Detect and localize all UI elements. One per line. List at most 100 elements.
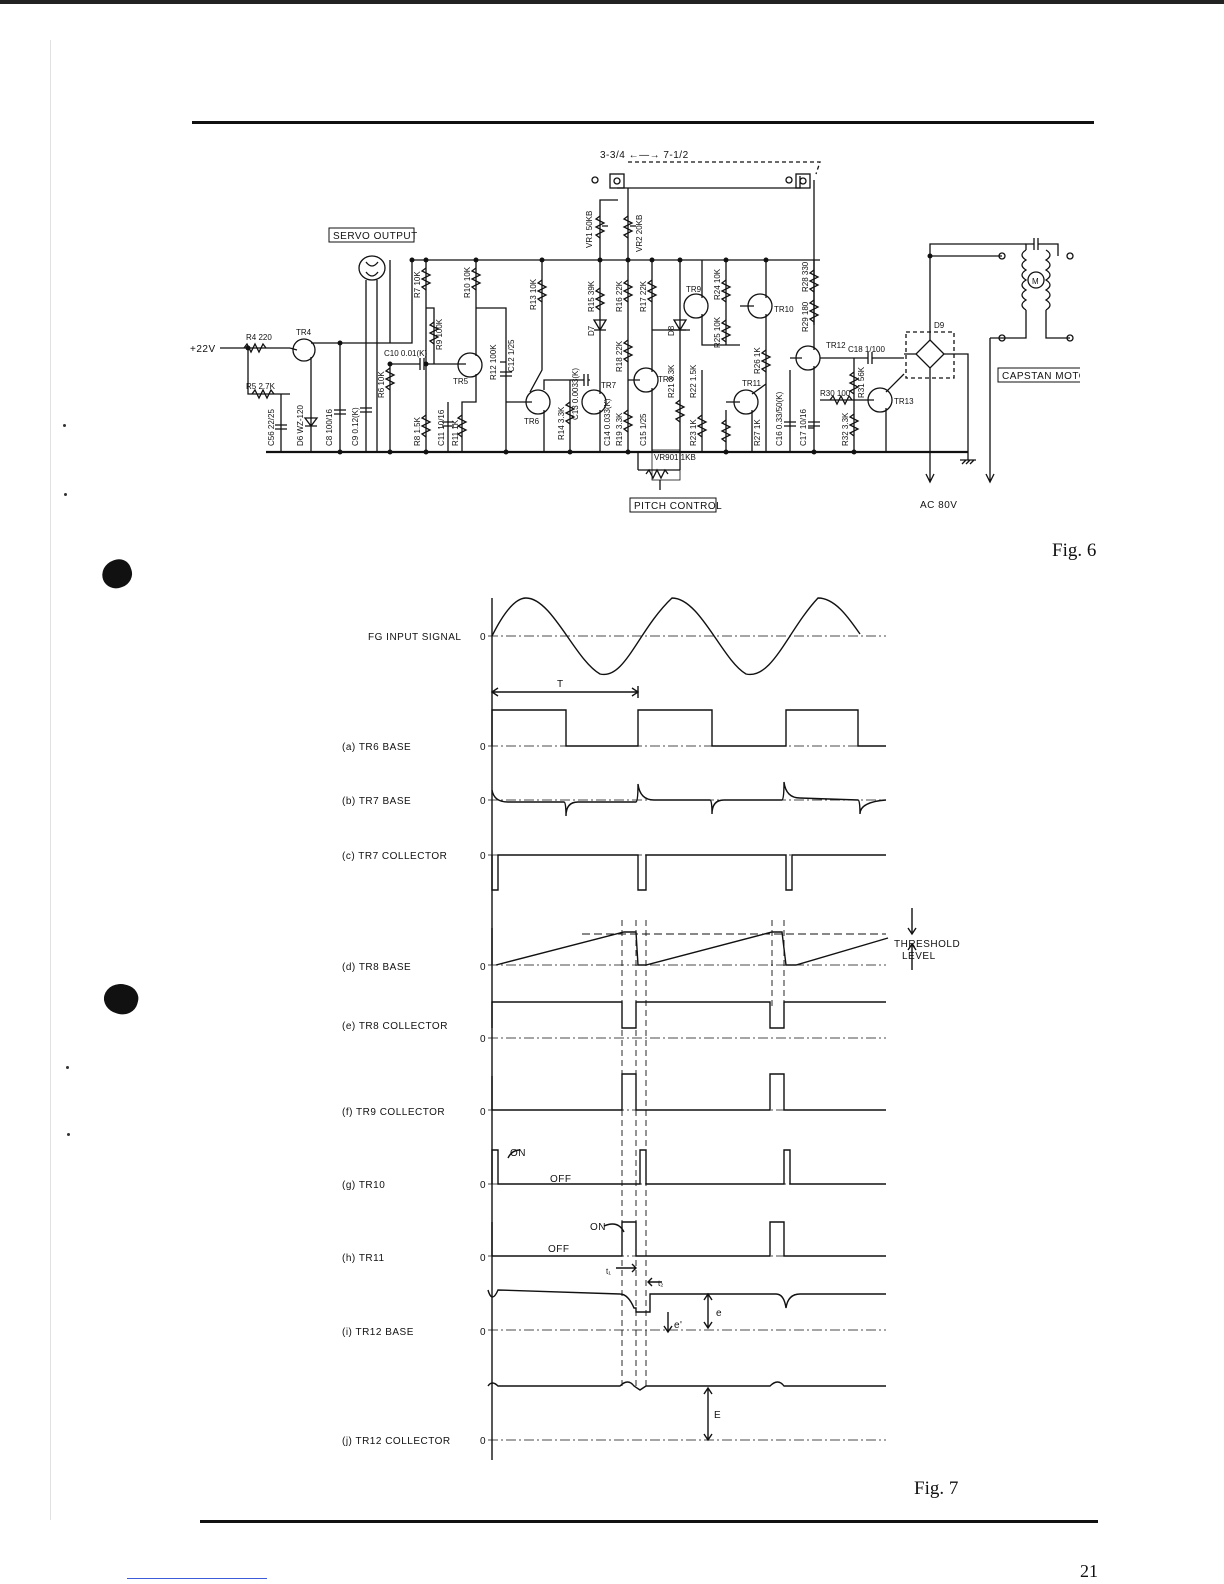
signal-label-tr7-collector: (c) TR7 COLLECTOR — [342, 851, 447, 862]
tr6-label: TR6 — [524, 417, 540, 426]
r19-label: R19 3.3K — [615, 412, 624, 446]
r11-label: R11 1K — [451, 419, 460, 446]
zero-marker: 0 — [480, 1253, 486, 1264]
signal-label-tr9-collector: (f) TR9 COLLECTOR — [342, 1107, 445, 1118]
r18-label: R18 22K — [615, 340, 624, 372]
r16-label: R16 22K — [615, 280, 624, 312]
r10-label: R10 10K — [463, 266, 472, 298]
c11-label: C11 10/16 — [437, 409, 446, 446]
zero-marker: 0 — [480, 796, 486, 807]
header-rule — [192, 121, 1094, 124]
signal-label-tr8-base: (d) TR8 BASE — [342, 962, 411, 973]
r12-label: R12 100K — [489, 344, 498, 380]
page-scan-edge — [50, 40, 51, 1520]
zero-marker: 0 — [480, 632, 486, 643]
threshold-label-line2: LEVEL — [902, 951, 936, 962]
vr901-label: VR901 1KB — [654, 453, 696, 462]
r27-label: R27 1K — [753, 419, 762, 446]
c56-label: C56 22/25 — [267, 409, 276, 446]
c17-label: C17 10/16 — [799, 409, 808, 446]
signal-label-tr11: (h) TR11 — [342, 1253, 385, 1264]
tr11-on-label: ON — [590, 1222, 606, 1233]
scan-speck — [64, 493, 67, 496]
figure6-caption: Fig. 6 — [1052, 540, 1097, 561]
t1-label: t₁ — [606, 1267, 611, 1276]
c13-label: C13 0.0033(K) — [571, 368, 580, 420]
r30-label: R30 100 — [820, 389, 851, 398]
zero-marker: 0 — [480, 1107, 486, 1118]
r31-label: R31 56K — [857, 366, 866, 398]
r32-label: R32 3.3K — [841, 412, 850, 446]
timing-diagram: FG INPUT SIGNAL (a) TR6 BASE (b) TR7 BAS… — [342, 597, 960, 1460]
vr2-label: VR2 20KB — [635, 215, 644, 252]
vr1-label: VR1 50KB — [585, 211, 594, 248]
r24-label: R24 10K — [713, 268, 722, 300]
tr4-label: TR4 — [296, 328, 312, 337]
r13-label: R13 10K — [529, 278, 538, 310]
r23-label: R23 1K — [689, 419, 698, 446]
r22-label: R22 1.5K — [689, 364, 698, 398]
capstan-motor-label: CAPSTAN MOTOR — [1002, 371, 1080, 382]
t2-label: t₂ — [658, 1279, 663, 1288]
c8-label: C8 100/16 — [325, 409, 334, 446]
signal-label-tr10: (g) TR10 — [342, 1180, 385, 1191]
d6-label: D6 WZ-120 — [296, 405, 305, 446]
c18-label: C18 1/100 — [848, 345, 885, 354]
tr10-label: TR10 — [774, 305, 794, 314]
servo-output-label: SERVO OUTPUT — [333, 231, 418, 242]
pitch-control-label: PITCH CONTROL — [634, 501, 722, 512]
zero-marker: 0 — [480, 1180, 486, 1191]
scan-speck — [63, 424, 66, 427]
tr11-label: TR11 — [742, 379, 762, 388]
r14-label: R14 3.3K — [557, 406, 566, 440]
pitch-control-box: PITCH CONTROL — [629, 497, 722, 513]
zero-marker: 0 — [480, 1327, 486, 1338]
tr12-label: TR12 — [826, 341, 846, 350]
zero-marker: 0 — [480, 851, 486, 862]
supply-voltage-label: +22V — [190, 344, 216, 355]
tr10-on-label: ON — [510, 1148, 526, 1159]
c14-label: C14 0.033(K) — [603, 398, 612, 446]
r8-label: R8 1.5K — [413, 416, 422, 446]
d8-label: D8 — [667, 325, 676, 336]
zero-marker: 0 — [480, 1034, 486, 1045]
zero-marker: 0 — [480, 1436, 486, 1447]
d9-label: D9 — [934, 321, 945, 330]
tr8-label: TR8 — [658, 375, 674, 384]
page-top-border — [0, 0, 1224, 4]
E-label: E — [714, 1410, 721, 1421]
r21-label: R21 3.3K — [667, 364, 676, 398]
r28-label: R28 330 — [801, 261, 810, 292]
scan-speck — [66, 1066, 69, 1069]
r15-label: R15 39K — [587, 280, 596, 312]
e-label: e — [716, 1308, 722, 1319]
tr13-label: TR13 — [894, 397, 914, 406]
tr10-off-label: OFF — [550, 1174, 572, 1185]
scan-speck — [67, 1133, 70, 1136]
capstan-motor-box: CAPSTAN MOTOR — [997, 367, 1080, 383]
servo-output-box: SERVO OUTPUT — [328, 227, 418, 243]
r5-label: R5 2.7K — [246, 382, 276, 391]
scan-artifact-line — [127, 1578, 267, 1579]
r17-label: R17 22K — [639, 280, 648, 312]
signal-label-tr12-base: (i) TR12 BASE — [342, 1327, 414, 1338]
r9-label: R9 100K — [435, 318, 444, 350]
zero-marker: 0 — [480, 742, 486, 753]
r26-label: R26 1K — [753, 347, 762, 374]
zero-marker: 0 — [480, 962, 486, 973]
signal-label-tr6-base: (a) TR6 BASE — [342, 742, 411, 753]
r6-label: R6 10K — [377, 371, 386, 398]
figure7-caption: Fig. 7 — [914, 1478, 959, 1499]
page-number: 21 — [1080, 1561, 1098, 1581]
r25-label: R25 10K — [713, 316, 722, 348]
motor-symbol-label: M — [1032, 277, 1039, 286]
threshold-label-line1: THRESHOLD — [894, 939, 960, 950]
signal-label-fg-input: FG INPUT SIGNAL — [368, 632, 461, 643]
e-prime-label: e' — [674, 1320, 682, 1331]
period-label: T — [557, 679, 564, 690]
r4-label: R4 220 — [246, 333, 272, 342]
signal-label-tr12-collector: (j) TR12 COLLECTOR — [342, 1436, 451, 1447]
c15-label: C15 1/25 — [639, 413, 648, 446]
punch-hole-mark — [100, 980, 142, 1018]
c10-label: C10 0.01(K) — [384, 349, 427, 358]
